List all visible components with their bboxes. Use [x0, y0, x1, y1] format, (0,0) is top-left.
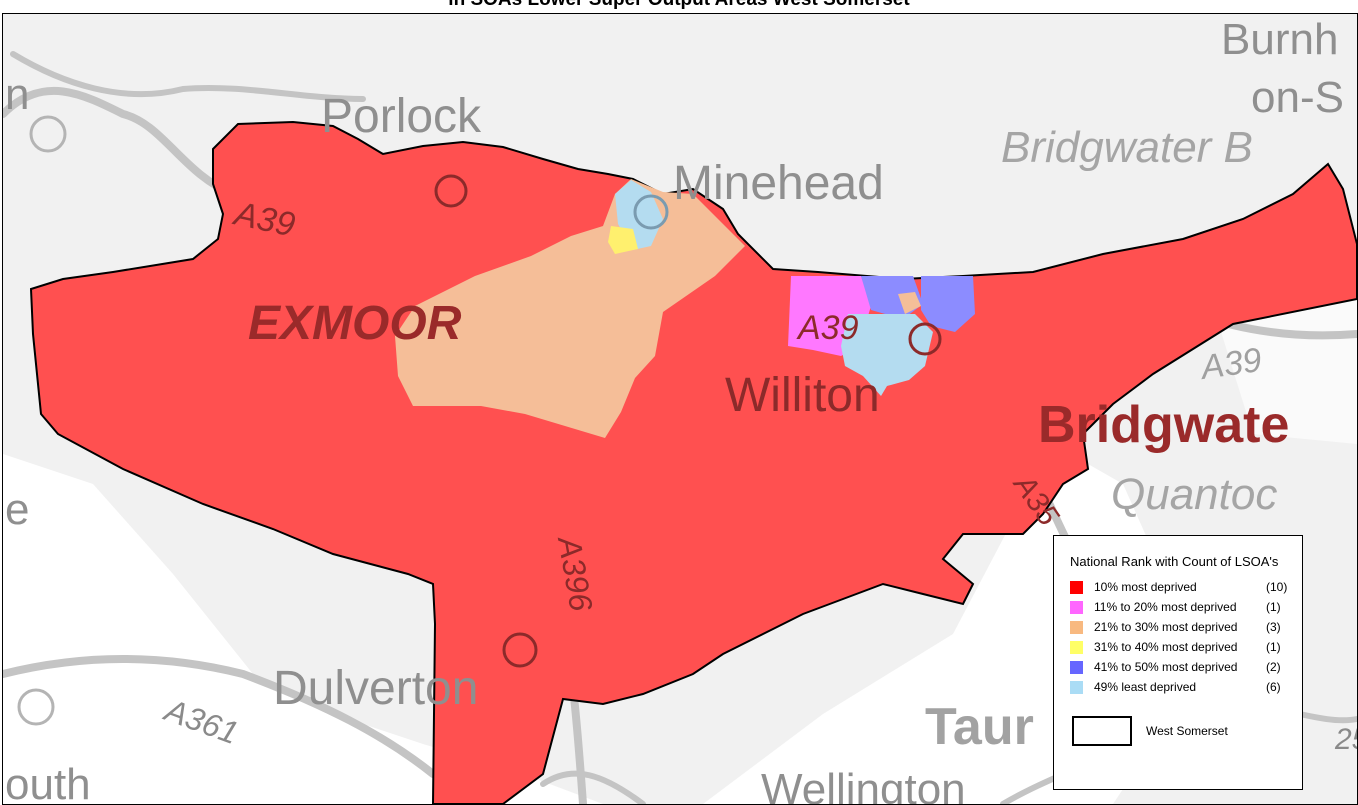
lsoa-region-21-30pct [395, 179, 745, 438]
town-circle-icon [633, 194, 669, 230]
place-wellington: Wellington [761, 765, 966, 804]
legend-label: 10% most deprived [1094, 580, 1197, 594]
legend-label: 31% to 40% most deprived [1094, 640, 1238, 654]
place-on-sea: on-S [1251, 73, 1344, 122]
legend-swatch [1070, 681, 1083, 694]
place-taunton: Taur [925, 698, 1034, 756]
place-bridgwater: Bridgwate [1038, 396, 1289, 454]
place-williton: Williton [725, 369, 880, 422]
legend-swatch [1070, 661, 1083, 674]
road-coastal [10, 51, 366, 102]
town-circle-icon [29, 115, 67, 153]
road-label-a39-east: A39 [1197, 341, 1264, 387]
legend-count: (10) [1266, 580, 1288, 594]
lsoa-region-31-40pct [608, 226, 638, 254]
legend-swatch [1070, 621, 1083, 634]
legend-swatch [1070, 601, 1083, 614]
legend-label: 11% to 20% most deprived [1094, 600, 1237, 614]
map-frame[interactable]: Porlock Minehead Williton Dulverton Brid… [2, 13, 1358, 805]
legend-label: 49% least deprived [1094, 680, 1197, 694]
lsoa-region-21-30pct [898, 292, 921, 314]
town-circle-icon [17, 688, 55, 726]
town-circle-icon [434, 174, 468, 208]
town-markers [17, 115, 942, 726]
legend-outline-swatch [1072, 716, 1132, 746]
town-circle-icon [908, 322, 942, 356]
legend-swatch [1070, 641, 1083, 654]
place-porlock: Porlock [321, 90, 482, 143]
road-minor [540, 770, 646, 804]
legend-count: (1) [1266, 600, 1281, 614]
region-exmoor: EXMOOR [248, 297, 462, 350]
legend-count: (1) [1266, 640, 1281, 654]
place-edge-e: e [5, 485, 29, 534]
map-labels: Porlock Minehead Williton Dulverton Brid… [5, 15, 1357, 804]
map-canvas[interactable]: Porlock Minehead Williton Dulverton Brid… [3, 14, 1357, 804]
map-title: in SOAs Lower Super Output Areas West So… [0, 0, 1358, 10]
lsoa-region-10pct [29, 120, 1357, 804]
road-label-a39-central: A39 [796, 309, 859, 347]
map-legend: National Rank with Count of LSOA's 10% m… [1053, 535, 1303, 790]
place-dulverton: Dulverton [273, 662, 478, 715]
place-edge-n: n [5, 70, 29, 119]
legend-title: National Rank with Count of LSOA's [1070, 554, 1279, 569]
place-bridgwater-bay: Bridgwater B [1001, 123, 1253, 172]
legend-label: 21% to 30% most deprived [1094, 620, 1238, 634]
legend-count: (2) [1266, 660, 1281, 674]
legend-count: (3) [1266, 620, 1281, 634]
place-burnham: Burnh [1221, 15, 1338, 64]
basemap-lowland [3, 454, 603, 804]
town-circle-icon [502, 632, 538, 668]
legend-swatch [1070, 581, 1083, 594]
lsoa-region-41-50pct [921, 276, 975, 332]
legend-label: 41% to 50% most deprived [1094, 660, 1238, 674]
place-edge-outh: outh [5, 760, 91, 804]
legend-count: (6) [1266, 680, 1281, 694]
place-minehead: Minehead [673, 157, 884, 210]
road-label-edge-25: 25 [1334, 723, 1357, 756]
place-quantock: Quantoc [1111, 470, 1277, 519]
legend-outline-label: West Somerset [1146, 724, 1228, 738]
road-a361 [3, 655, 437, 778]
